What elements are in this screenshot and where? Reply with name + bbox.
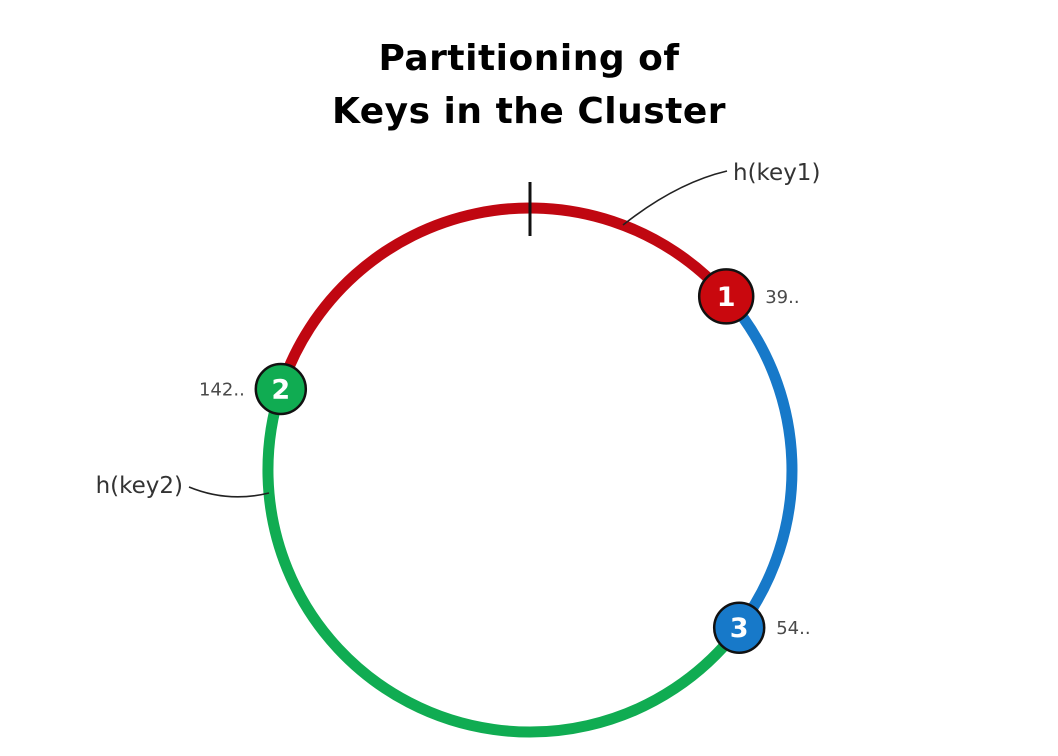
node-1-number: 1 <box>717 282 736 313</box>
node-2-circle <box>254 362 308 416</box>
key1-label: h(key1) <box>733 160 820 186</box>
node-2-hash-value: 142.. <box>199 380 245 401</box>
node-3-hash-value: 54.. <box>776 618 810 639</box>
node-3-number: 3 <box>730 613 749 644</box>
key2-leader-line <box>188 486 270 498</box>
ring-segment-red <box>275 202 731 391</box>
node-1-circle <box>697 268 755 325</box>
ring-segment-green <box>262 387 744 738</box>
title-line-1: Partitioning of <box>378 38 680 79</box>
key1-leader-line <box>622 170 728 226</box>
node-1-hash-value: 39.. <box>765 287 799 308</box>
node-3-circle <box>712 601 766 654</box>
key2-label: h(key2) <box>96 473 183 499</box>
ring-segment-blue <box>722 292 798 632</box>
title-line-2: Keys in the Cluster <box>331 91 727 132</box>
page-title: Partitioning of Keys in the Cluster <box>0 32 1058 138</box>
node-2-number: 2 <box>271 375 290 406</box>
